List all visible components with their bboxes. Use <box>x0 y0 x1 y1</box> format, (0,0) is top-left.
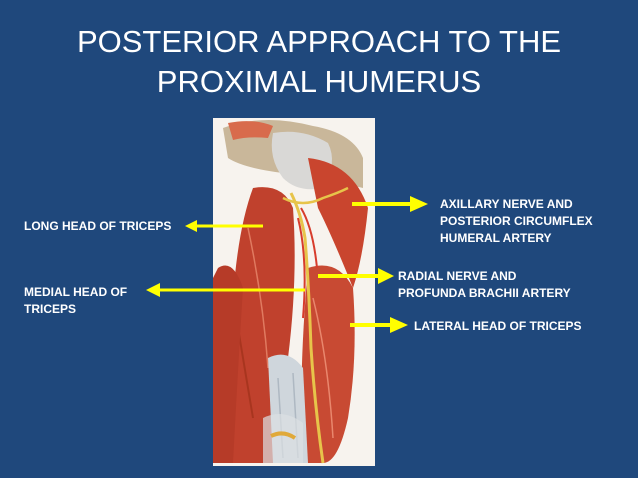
label-medial-head-of-triceps: MEDIAL HEAD OF TRICEPS <box>24 285 128 316</box>
anatomy-illustration <box>213 118 375 466</box>
label-radial-nerve: RADIAL NERVE AND PROFUNDA BRACHII ARTERY <box>398 269 571 300</box>
slide-title: POSTERIOR APPROACH TO THE PROXIMAL HUMER… <box>76 24 562 99</box>
arrow-radial <box>318 268 394 284</box>
label-long-head-of-triceps: LONG HEAD OF TRICEPS <box>24 219 172 233</box>
label-axillary-nerve: AXILLARY NERVE AND POSTERIOR CIRCUMFLEX … <box>440 197 593 245</box>
arrow-medial-head <box>146 283 305 297</box>
arrow-lateral-head <box>350 317 408 333</box>
arrow-axillary <box>352 196 428 212</box>
arrow-long-head <box>185 220 263 232</box>
label-lateral-head-of-triceps: LATERAL HEAD OF TRICEPS <box>414 319 582 333</box>
